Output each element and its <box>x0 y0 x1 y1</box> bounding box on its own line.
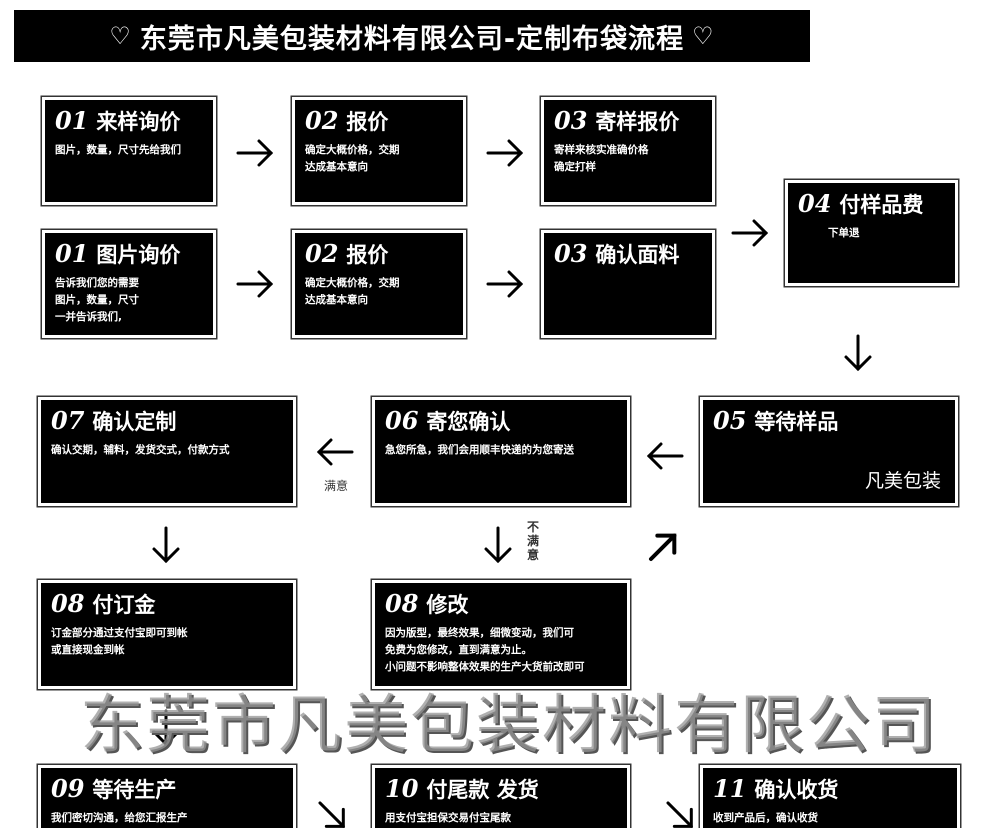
satisfied-label: 满意 <box>324 479 349 493</box>
step-title: 确认定制 <box>92 410 177 434</box>
step-title: 报价 <box>346 110 389 134</box>
step-title: 付订金 <box>92 593 156 617</box>
step-heading: 01 图片询价 <box>55 239 203 269</box>
step-number: 11 <box>713 774 747 803</box>
arrow-down-icon <box>152 709 180 747</box>
step-number: 08 <box>385 589 419 618</box>
arrow-down-right-icon <box>666 801 693 828</box>
step-title: 确认面料 <box>595 243 680 267</box>
unsatisfied-label: 不满意 <box>527 520 540 562</box>
step-heading: 11 确认收货 <box>713 774 947 804</box>
step-box-s05: 05 等待样品凡美包装 <box>700 397 958 506</box>
step-heading: 08 修改 <box>385 589 617 619</box>
arrow-down-right-icon <box>318 801 345 828</box>
step-number: 07 <box>51 406 85 435</box>
step-box-s02b: 02 报价确定大概价格，交期 达成基本意向 <box>292 230 466 338</box>
step-number: 03 <box>554 106 588 135</box>
step-box-s10: 10 付尾款 发货用支付宝担保交易付宝尾款 <box>372 765 630 828</box>
step-title: 报价 <box>346 243 389 267</box>
step-number: 05 <box>713 406 747 435</box>
step-title: 等待样品 <box>754 410 839 434</box>
step-box-s04: 04 付样品费下单退 <box>785 180 958 286</box>
arrow-right-icon <box>486 270 524 298</box>
step-description: 我们密切沟通，给您汇报生产 <box>51 812 188 824</box>
step-heading: 02 报价 <box>305 239 453 269</box>
step-title: 付尾款 发货 <box>426 778 539 802</box>
step-number: 09 <box>51 774 85 803</box>
brand-label: 凡美包装 <box>864 470 941 492</box>
arrow-down-icon <box>484 526 512 564</box>
step-number: 03 <box>554 239 588 268</box>
arrow-left-icon <box>646 442 684 470</box>
step-heading: 04 付样品费 <box>798 189 945 219</box>
page-title: ♡ 东莞市凡美包装材料有限公司-定制布袋流程 ♡ <box>14 10 810 62</box>
step-number: 10 <box>385 774 419 803</box>
title-text: 东莞市凡美包装材料有限公司-定制布袋流程 <box>139 23 685 55</box>
step-heading: 05 等待样品 <box>713 406 945 436</box>
step-heading: 03 确认面料 <box>554 239 702 269</box>
step-title: 来样询价 <box>96 110 181 134</box>
step-description: 确定大概价格，交期 达成基本意向 <box>305 277 400 306</box>
step-title: 寄您确认 <box>426 410 511 434</box>
step-title: 修改 <box>426 593 469 617</box>
arrow-right-icon <box>236 139 274 167</box>
step-number: 04 <box>798 189 832 218</box>
step-box-s01a: 01 来样询价图片，数量，尺寸先给我们 <box>42 97 216 205</box>
step-title: 等待生产 <box>92 778 177 802</box>
step-box-s02a: 02 报价确定大概价格，交期 达成基本意向 <box>292 97 466 205</box>
step-heading: 09 等待生产 <box>51 774 283 804</box>
step-description: 下单退 <box>828 227 860 239</box>
step-description: 急您所急，我们会用顺丰快递的为您寄送 <box>385 444 574 456</box>
watermark: 东莞市凡美包装材料有限公司 <box>80 689 938 763</box>
step-number: 06 <box>385 406 419 435</box>
arrow-left-icon <box>316 438 354 466</box>
step-box-s08a: 08 付订金订金部分通过支付宝即可到帐 或直接现金到帐 <box>38 580 296 689</box>
step-description: 订金部分通过支付宝即可到帐 或直接现金到帐 <box>51 627 188 656</box>
arrow-down-icon <box>844 334 872 372</box>
step-description: 因为版型，最终效果，细微变动，我们可 免费为您修改，直到满意为止。 小问题不影响… <box>385 627 585 673</box>
step-description: 用支付宝担保交易付宝尾款 <box>385 812 511 824</box>
step-number: 02 <box>305 239 339 268</box>
step-description: 确认交期，辅料，发货交式，付款方式 <box>51 444 230 456</box>
arrow-right-icon <box>731 219 769 247</box>
step-title: 图片询价 <box>96 243 181 267</box>
step-heading: 06 寄您确认 <box>385 406 617 436</box>
step-description: 图片，数量，尺寸先给我们 <box>55 144 181 156</box>
step-heading: 10 付尾款 发货 <box>385 774 617 804</box>
step-box-s03a: 03 寄样报价寄样来核实准确价格 确定打样 <box>541 97 715 205</box>
step-box-s11: 11 确认收货收到产品后，确认收货 <box>700 765 960 828</box>
step-heading: 03 寄样报价 <box>554 106 702 136</box>
step-number: 01 <box>55 106 89 135</box>
step-description: 告诉我们您的需要 图片，数量，尺寸 一并告诉我们, <box>55 277 139 323</box>
heart-icon: ♡ <box>109 22 132 50</box>
step-description: 收到产品后，确认收货 <box>713 812 818 824</box>
step-heading: 02 报价 <box>305 106 453 136</box>
step-box-s01b: 01 图片询价告诉我们您的需要 图片，数量，尺寸 一并告诉我们, <box>42 230 216 338</box>
step-number: 08 <box>51 589 85 618</box>
arrow-up-right-icon <box>648 533 677 562</box>
step-box-s09: 09 等待生产我们密切沟通，给您汇报生产 <box>38 765 296 828</box>
step-heading: 07 确认定制 <box>51 406 283 436</box>
heart-icon: ♡ <box>692 22 715 50</box>
arrow-right-icon <box>236 270 274 298</box>
step-box-s08b: 08 修改因为版型，最终效果，细微变动，我们可 免费为您修改，直到满意为止。 小问… <box>372 580 630 689</box>
step-box-s06: 06 寄您确认急您所急，我们会用顺丰快递的为您寄送 <box>372 397 630 506</box>
step-number: 01 <box>55 239 89 268</box>
step-title: 寄样报价 <box>595 110 680 134</box>
step-description: 确定大概价格，交期 达成基本意向 <box>305 144 400 173</box>
step-number: 02 <box>305 106 339 135</box>
step-title: 付样品费 <box>839 193 924 217</box>
step-title: 确认收货 <box>754 778 839 802</box>
arrow-down-icon <box>152 526 180 564</box>
arrow-right-icon <box>486 139 524 167</box>
step-heading: 08 付订金 <box>51 589 283 619</box>
step-box-s07: 07 确认定制确认交期，辅料，发货交式，付款方式 <box>38 397 296 506</box>
step-description: 寄样来核实准确价格 确定打样 <box>554 144 649 173</box>
step-box-s03b: 03 确认面料 <box>541 230 715 338</box>
step-heading: 01 来样询价 <box>55 106 203 136</box>
